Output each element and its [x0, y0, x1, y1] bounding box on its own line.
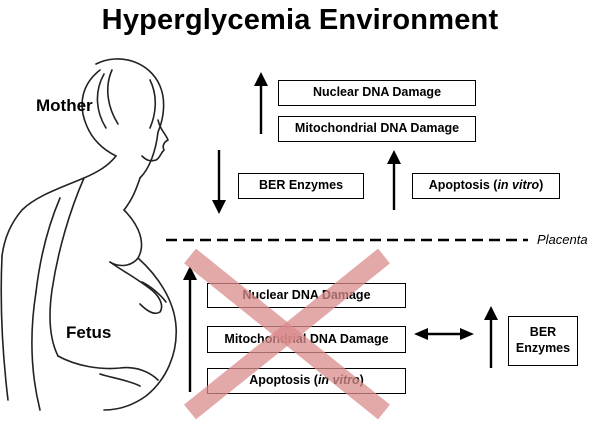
mother-apoptosis-text: Apoptosis (: [428, 178, 498, 193]
mother-apoptosis-close: ): [539, 178, 544, 193]
placenta-label: Placenta: [537, 232, 588, 247]
fetus-apoptosis-italic: in vitro: [317, 373, 360, 388]
mother-arrows: [212, 72, 401, 214]
mother-nuclear-dna-damage-box: Nuclear DNA Damage: [278, 80, 476, 106]
diagram-title: Hyperglycemia Environment: [101, 4, 499, 36]
fetus-apoptosis-close: ): [359, 373, 364, 388]
fetus-ber-line2: Enzymes: [515, 341, 571, 355]
arrow-right-icon: [460, 328, 474, 340]
fetus-ber-enzymes-box: BER Enzymes: [508, 316, 578, 366]
fetus-mitochondrial-dna-damage-box: Mitochondrial DNA Damage: [207, 326, 406, 353]
mother-apoptosis-italic: in vitro: [497, 178, 540, 193]
arrow-left-icon: [414, 328, 428, 340]
mother-ber-enzymes-box: BER Enzymes: [238, 173, 364, 199]
arrow-down-ber-icon: [212, 200, 226, 214]
arrow-up-damage-icon: [254, 72, 268, 86]
fetus-label: Fetus: [66, 323, 112, 342]
arrow-up-apoptosis-icon: [387, 150, 401, 164]
fetus-ber-line1: BER: [529, 325, 557, 340]
fetus-apoptosis-text: Apoptosis (: [249, 373, 318, 388]
mother-label: Mother: [36, 96, 93, 115]
mother-apoptosis-box: Apoptosis (in vitro): [412, 173, 560, 199]
fetus-apoptosis-box: Apoptosis (in vitro): [207, 368, 406, 394]
arrow-up-ber-fetus-icon: [484, 306, 498, 320]
pregnant-woman-illustration: [0, 58, 177, 411]
fetus-nuclear-dna-damage-box: Nuclear DNA Damage: [207, 283, 406, 308]
arrow-up-fetus-icon: [183, 266, 197, 280]
mother-mitochondrial-dna-damage-box: Mitochondrial DNA Damage: [278, 116, 476, 142]
